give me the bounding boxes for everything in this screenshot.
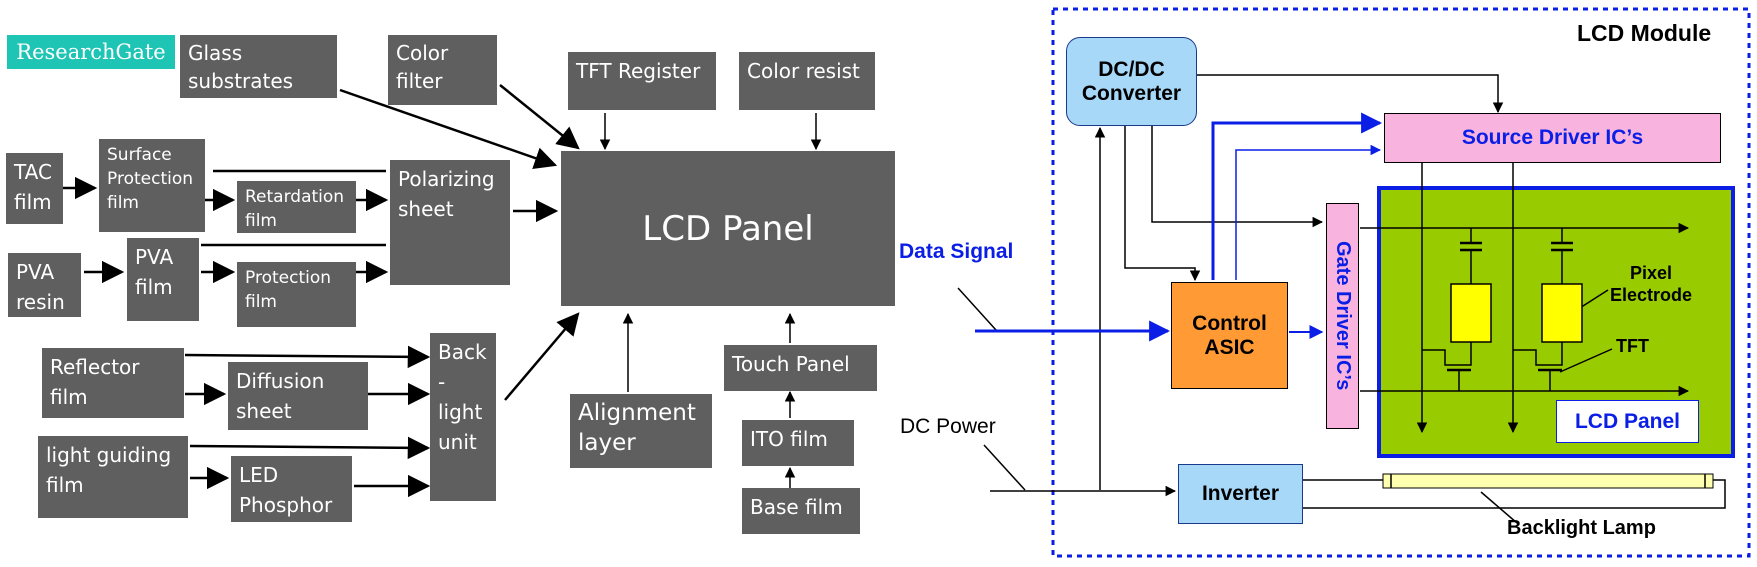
wire-dcdc-to-source: [1197, 74, 1504, 114]
wire-asic-to-source: [1211, 112, 1383, 280]
protection-film-box: Protection film: [237, 262, 356, 327]
arrow-colorfilter-to-panel: [499, 84, 580, 150]
wire-dcdc-to-gate: [1151, 126, 1324, 228]
pixel-electrode-1: [1450, 283, 1492, 343]
color-filter-box: Color filter: [388, 35, 497, 105]
right-wires: [957, 74, 1726, 524]
dcdc-converter-box: DC/DC Converter: [1066, 37, 1197, 126]
inverter-box: Inverter: [1178, 464, 1303, 524]
pixel-electrode-2: [1541, 283, 1583, 343]
backlight-lamp-tube: [1382, 473, 1714, 489]
dc-power-label: DC Power: [900, 415, 996, 438]
wire-dcdc-to-asic: [1124, 126, 1201, 282]
led-phosphor-box: LED Phosphor: [231, 456, 352, 522]
ito-film-box: ITO film: [742, 420, 854, 466]
lcd-panel-label-box: LCD Panel: [1556, 400, 1699, 443]
arrow-glass-to-panel: [339, 88, 558, 169]
arrow-lightguide-to-backlight: [189, 436, 431, 460]
retardation-film-box: Retardation film: [237, 181, 356, 233]
pixel-1-tft-drain: [1422, 342, 1472, 366]
data-signal-label: Data Signal: [899, 240, 1014, 263]
data-signal-pointer: [957, 287, 997, 331]
lcd-module-border: [1051, 7, 1751, 558]
surface-protection-film-box: Surface Protection film: [99, 139, 205, 232]
gate-driver-label: Gate Driver IC’s: [1332, 241, 1354, 391]
pixel-electrode-label: Pixel Electrode: [1610, 263, 1693, 305]
reflector-film-box: Reflector film: [42, 348, 184, 418]
light-guiding-film-box: light guiding film: [38, 436, 188, 518]
touch-panel-box: Touch Panel: [724, 345, 877, 391]
lcd-module-title: LCD Module: [1577, 20, 1712, 46]
gate-driver-box: Gate Driver IC’s: [1326, 203, 1359, 429]
tft-label: TFT: [1616, 336, 1649, 356]
base-film-box: Base film: [742, 488, 860, 534]
left-arrows: [63, 84, 822, 498]
researchgate-watermark: ResearchGate: [7, 35, 175, 69]
alignment-layer-box: Alignment layer: [570, 394, 712, 468]
pixel-2-tft-drain: [1513, 342, 1563, 366]
color-resist-box: Color resist: [739, 52, 875, 110]
dc-power-pointer: [983, 444, 1026, 491]
glass-substrates-box: Glass substrates: [180, 35, 337, 98]
polarizing-sheet-box: Polarizing sheet: [390, 160, 510, 285]
source-driver-box: Source Driver IC’s: [1384, 113, 1721, 163]
backlight-pointer: [1480, 491, 1518, 524]
tft-pointer: [1559, 348, 1613, 373]
pva-resin-box: PVA resin: [8, 253, 81, 317]
diffusion-sheet-box: Diffusion sheet: [228, 362, 368, 430]
pva-film-box: PVA film: [127, 238, 199, 321]
tac-film-box: TAC film: [6, 153, 63, 224]
wire-asic-to-source-2: [1235, 144, 1382, 280]
arrow-reflector-to-backlight: [184, 345, 431, 369]
arrow-backlight-to-panel: [504, 312, 580, 401]
control-asic-box: Control ASIC: [1171, 282, 1288, 389]
backlight-unit-box: Back -light unit: [430, 333, 496, 501]
tft-register-box: TFT Register: [568, 52, 716, 110]
backlight-lamp-label: Backlight Lamp: [1507, 517, 1656, 539]
lcd-panel-main: LCD Panel: [561, 151, 895, 306]
